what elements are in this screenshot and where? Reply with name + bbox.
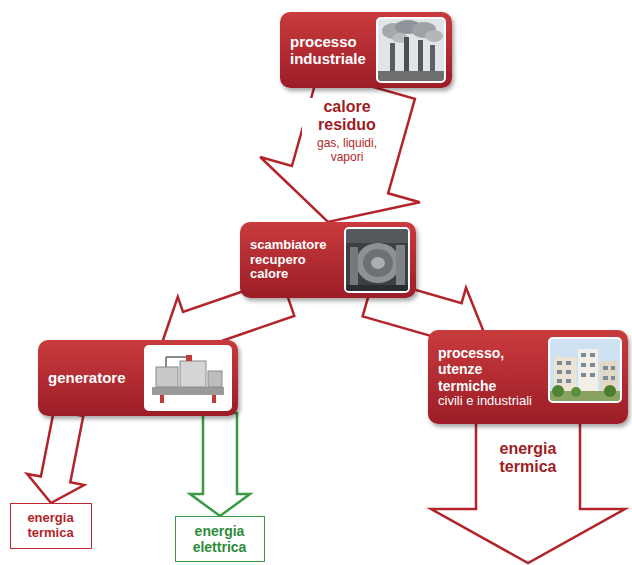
buildings-photo	[548, 337, 622, 403]
heat-exchanger-illustration	[346, 229, 408, 291]
node-title: processo industriale	[290, 33, 370, 68]
process-box: generatore	[38, 340, 238, 416]
output-box: energia elettrica	[175, 516, 265, 562]
generator-photo	[144, 345, 232, 411]
text-column: generatore	[48, 369, 138, 386]
factory-illustration	[378, 19, 444, 81]
arrow-note: gas, liquidi, vapori	[302, 137, 392, 165]
node-title: processo, utenze termiche	[438, 345, 542, 393]
text-column: processo industriale	[290, 33, 370, 68]
text-column: scambiatore recupero calore	[250, 238, 338, 283]
buildings-illustration	[550, 339, 620, 401]
process-box: processo industriale	[280, 12, 452, 88]
text-column: energia elettrica	[179, 523, 260, 555]
output-arrow	[431, 421, 625, 563]
process-box: scambiatore recupero calore	[240, 222, 416, 298]
process-box: processo, utenze termichecivili e indust…	[428, 330, 628, 424]
arrow-label: calore residuo	[302, 98, 392, 135]
factory-photo	[376, 17, 446, 83]
text-column: energia termica	[14, 511, 87, 541]
block-arrow	[260, 72, 420, 223]
node-title: scambiatore recupero calore	[250, 238, 338, 283]
generator-illustration	[146, 347, 230, 409]
heat-exchanger-photo	[344, 227, 410, 293]
block-arrow	[190, 413, 250, 516]
block-arrow	[27, 410, 84, 503]
text-column: processo, utenze termichecivili e indust…	[438, 345, 542, 408]
output-box: energia termica	[10, 503, 92, 549]
node-title: energia termica	[14, 511, 87, 541]
arrow-label: energia termica	[481, 440, 575, 477]
node-body: civili e industriali	[438, 394, 542, 409]
node-title: generatore	[48, 369, 138, 386]
node-title: energia elettrica	[179, 523, 260, 555]
